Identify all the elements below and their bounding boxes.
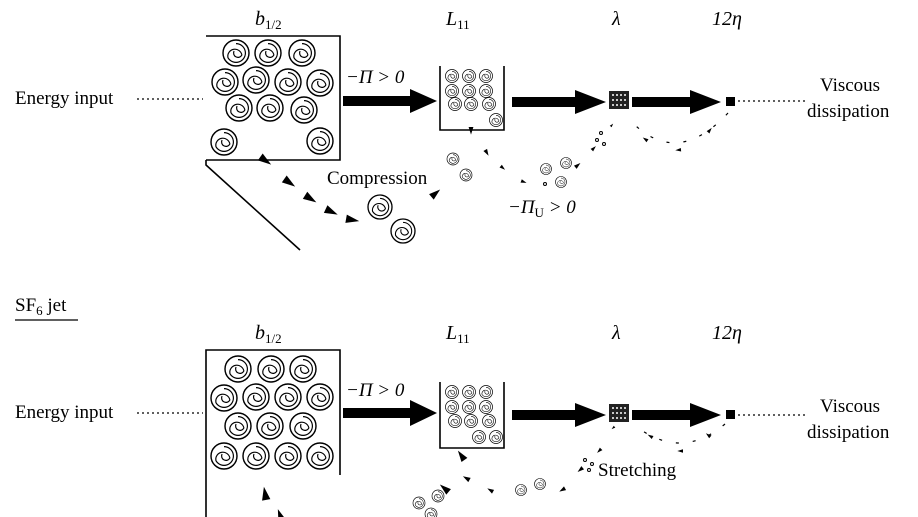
bottom-lambda-box bbox=[609, 404, 629, 422]
top-flux-label: −Π > 0 bbox=[346, 67, 405, 88]
top-l11-container bbox=[439, 66, 505, 131]
top-return-arc bbox=[627, 112, 729, 144]
top-cascade-arrow-1 bbox=[343, 89, 437, 113]
bottom-scale-L11: L11 bbox=[445, 322, 470, 346]
bottom-large-eddies bbox=[210, 355, 334, 470]
bottom-panel-title: SF6 jet bbox=[15, 295, 67, 318]
bottom-stretching-eddies bbox=[412, 478, 546, 517]
top-viscous-label-2: dissipation bbox=[807, 101, 890, 122]
bottom-viscous-label-2: dissipation bbox=[807, 422, 890, 443]
top-cascade-arrow-3 bbox=[632, 90, 721, 114]
bottom-l11-container bbox=[439, 382, 505, 449]
top-large-eddies bbox=[210, 39, 334, 156]
bottom-medium-eddies bbox=[445, 385, 503, 444]
bottom-scale-lambda: λ bbox=[611, 322, 621, 344]
bottom-return-arc bbox=[632, 423, 726, 444]
top-compression-label: Compression bbox=[327, 168, 428, 189]
top-scale-L11: L11 bbox=[445, 8, 470, 32]
bottom-cascade-arrow-1 bbox=[343, 400, 437, 426]
bottom-panel: SF6 jet b1/2 L11 λ 12η Energy input −Π >… bbox=[15, 295, 890, 517]
top-scale-eta: 12η bbox=[712, 8, 742, 30]
bottom-scale-b-half: b1/2 bbox=[255, 322, 282, 346]
bottom-viscous-label-1: Viscous bbox=[820, 396, 880, 417]
top-viscous-label-1: Viscous bbox=[820, 75, 880, 96]
top-eta-box bbox=[726, 97, 735, 106]
top-cascade-arrow-2 bbox=[512, 90, 606, 114]
bottom-large-eddy-container bbox=[205, 349, 341, 517]
bottom-cascade-arrow-3 bbox=[632, 403, 721, 427]
bottom-stretching-arrows bbox=[259, 425, 616, 517]
bottom-scale-eta: 12η bbox=[712, 322, 742, 344]
bottom-energy-input-label: Energy input bbox=[15, 402, 114, 423]
top-scale-b-half: b1/2 bbox=[255, 8, 282, 32]
top-flux-u-label: −ΠU > 0 bbox=[508, 197, 576, 220]
top-panel: b1/2 L11 λ 12η Energy input −Π > 0 bbox=[15, 8, 890, 251]
bottom-flux-label: −Π > 0 bbox=[346, 380, 405, 401]
top-compression-eddies bbox=[367, 152, 572, 244]
top-medium-eddies bbox=[445, 69, 503, 127]
bottom-eta-box bbox=[726, 410, 735, 419]
top-scale-lambda: λ bbox=[611, 8, 621, 30]
top-lambda-box bbox=[609, 91, 629, 109]
top-large-eddy-container bbox=[205, 35, 341, 251]
top-energy-input-label: Energy input bbox=[15, 88, 114, 109]
bottom-stretching-label: Stretching bbox=[598, 460, 677, 481]
bottom-cascade-arrow-2 bbox=[512, 403, 606, 427]
